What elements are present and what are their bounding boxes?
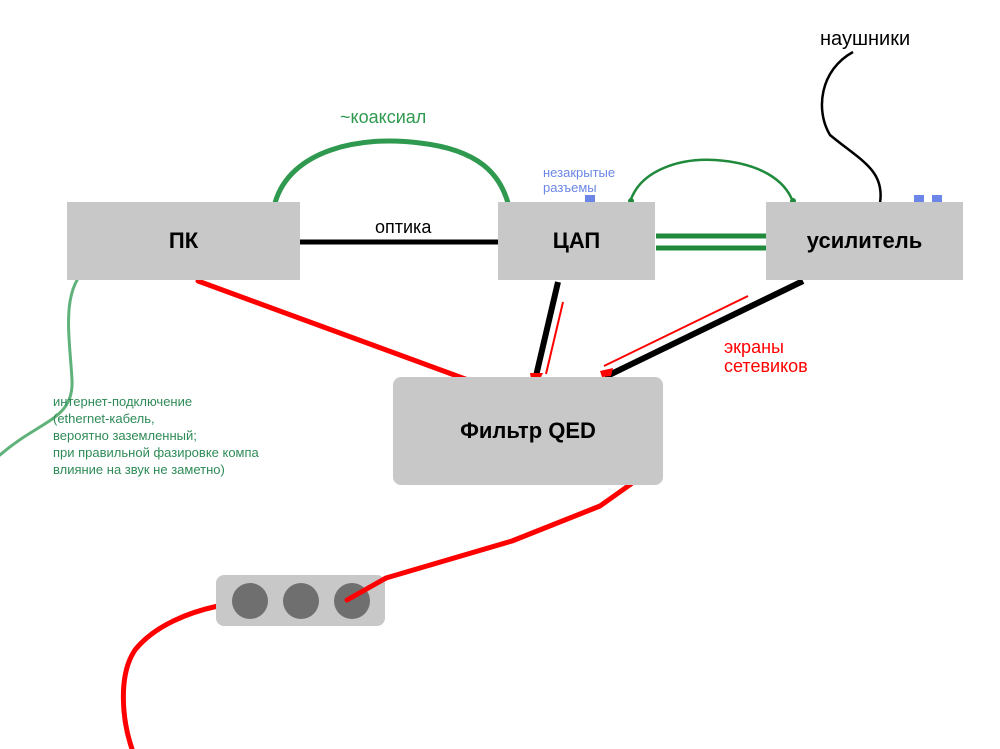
open-ports-label: незакрытые разъемы bbox=[543, 165, 616, 195]
wall-power-cable bbox=[120, 603, 221, 749]
headphones-label: наушники bbox=[820, 28, 911, 50]
amp-shield-line bbox=[603, 295, 749, 367]
shields-label: экраны сетевиков bbox=[724, 337, 808, 376]
filter-power-cable bbox=[344, 481, 634, 603]
amp-open-port-2 bbox=[932, 195, 942, 202]
dac-shield-line bbox=[545, 301, 564, 375]
dac-open-port bbox=[585, 195, 595, 202]
power-strip bbox=[216, 575, 385, 626]
pc-label: ПК bbox=[168, 228, 199, 253]
amp-open-port-1 bbox=[914, 195, 924, 202]
power-socket-3 bbox=[334, 583, 370, 619]
headphone-cable bbox=[820, 50, 882, 204]
dac-power-cable bbox=[533, 281, 561, 377]
amp-power-cable bbox=[603, 278, 805, 380]
pc-power-cable bbox=[195, 278, 471, 383]
coax-cable bbox=[272, 138, 511, 206]
coax-label: ~коаксиал bbox=[340, 107, 427, 127]
dac-label: ЦАП bbox=[552, 228, 601, 253]
optical-label: оптика bbox=[375, 217, 432, 237]
dac-amp-jumper bbox=[628, 158, 795, 203]
amplifier-box: усилитель bbox=[766, 202, 963, 280]
amplifier-label: усилитель bbox=[806, 228, 923, 253]
internet-note: интернет-подключение (ethernet-кабель, в… bbox=[53, 394, 259, 477]
filter-box: Фильтр QED bbox=[393, 377, 663, 485]
power-socket-1 bbox=[232, 583, 268, 619]
filter-label: Фильтр QED bbox=[460, 418, 596, 443]
pc-box: ПК bbox=[67, 202, 300, 280]
amp-power-plug bbox=[600, 368, 613, 377]
dac-box: ЦАП bbox=[498, 202, 655, 280]
internet-cable bbox=[0, 266, 89, 457]
power-socket-2 bbox=[283, 583, 319, 619]
